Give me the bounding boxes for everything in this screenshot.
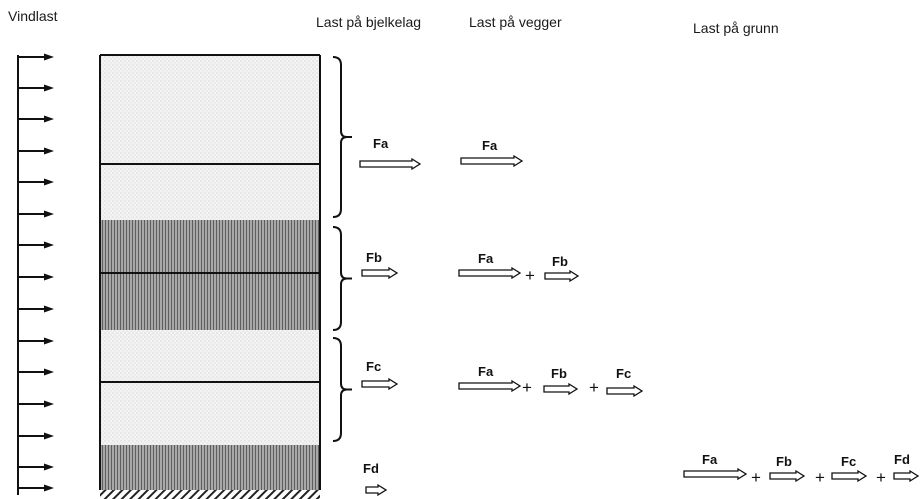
wind-arrow-head [44,115,54,123]
wind-arrow-head [44,463,54,471]
wind-load-heading: Vindlast [8,8,58,24]
wall-load-heading: Last på vegger [469,14,562,30]
floor-load-c-arrow [361,377,399,391]
wind-arrow-head [44,273,54,281]
wall-row-b-plus-1: + [525,266,535,285]
wall-row-c-load-3-arrow [606,384,644,398]
ground-load-2-label: Fb [776,454,792,469]
wind-arrow-head [44,484,54,492]
wall-row-c-load-3-label: Fc [616,366,631,381]
wind-arrow-head [44,147,54,155]
load-brackets [332,56,352,442]
storey-bottom-dark [100,445,320,490]
ground-load-4-arrow [893,469,920,483]
wind-arrow-head [44,210,54,218]
wall-row-c-plus-2: + [589,378,599,397]
ground-plus-2: + [815,468,825,487]
wall-row-b-load-1-arrow [458,266,522,280]
bracket-b [332,226,348,331]
wind-arrows [17,53,54,495]
storey-lower-light [100,330,320,445]
wall-row-a-load-1-arrow [460,154,524,168]
building-section [99,54,321,499]
ground-load-3-label: Fc [841,454,856,469]
storey-middle-dark [100,220,320,330]
ground-plus-1: + [751,468,761,487]
ground-load-heading: Last på grunn [693,20,779,36]
ground-load-4-label: Fd [894,452,910,467]
ground-load-2-arrow [769,469,806,483]
wall-row-b-load-2-arrow [544,269,580,283]
wall-row-c-plus-1: + [522,378,532,397]
bracket-c [332,337,348,442]
floor-load-a-label: Fa [373,136,389,151]
wind-arrow-head [44,53,54,61]
wall-row-c-load-2-arrow [543,382,579,396]
ground-hatch [100,490,320,499]
wind-arrow-head [44,432,54,440]
wind-arrow-head [44,178,54,186]
wall-row-c-load-1-label: Fa [478,364,494,379]
floor-load-d-arrow [365,483,388,497]
floor-load-d-label: Fd [363,461,379,476]
wall-row-c-load-2-label: Fb [551,366,567,381]
wind-arrow-head [44,305,54,313]
floor-load-b-label: Fb [366,250,382,265]
bracket-a [332,56,348,218]
wall-row-a-load-1-label: Fa [482,138,498,153]
ground-plus-3: + [876,468,886,487]
wind-arrow-head [44,368,54,376]
wall-row-b-load-1-label: Fa [478,251,494,266]
wall-row-b-load-2-label: Fb [552,254,568,269]
wind-arrow-head [44,400,54,408]
wind-arrow-head [44,337,54,345]
ground-load-3-arrow [831,469,868,483]
floor-load-heading: Last på bjelkelag [316,14,422,30]
wall-row-c-load-1-arrow [458,379,522,393]
ground-load-1-arrow [683,467,748,481]
load-groups: Fa Fb Fc Fd Fa Fa + Fb Fa + Fb + Fc Fa +… [359,136,920,497]
floor-load-c-label: Fc [366,359,381,374]
ground-load-1-label: Fa [702,452,718,467]
wind-arrow-head [44,241,54,249]
floor-load-a-arrow [359,157,422,171]
storey-top-light [100,55,320,220]
floor-load-b-arrow [361,266,399,280]
wind-arrow-head [44,84,54,92]
